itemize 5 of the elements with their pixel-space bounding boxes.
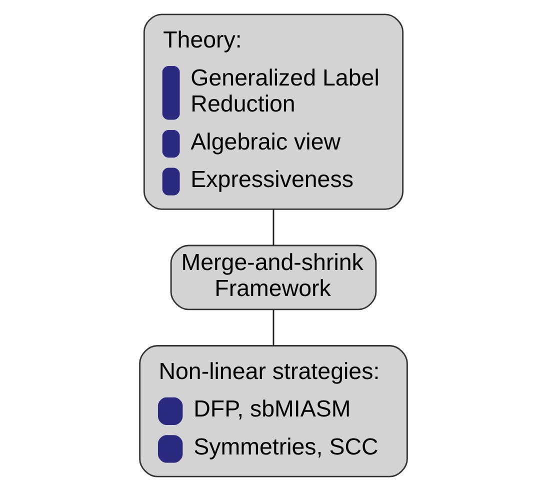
node-box: Theory: Generalized Label Reduction Algebraic view Expressiveness xyxy=(143,14,404,210)
connector xyxy=(272,310,274,346)
node-box: Non-linear strategies: DFP, sbMIASM Symmetries, SCC xyxy=(139,345,408,478)
connector xyxy=(272,209,274,246)
node-box: Merge-and-shrink Framework xyxy=(170,244,377,310)
